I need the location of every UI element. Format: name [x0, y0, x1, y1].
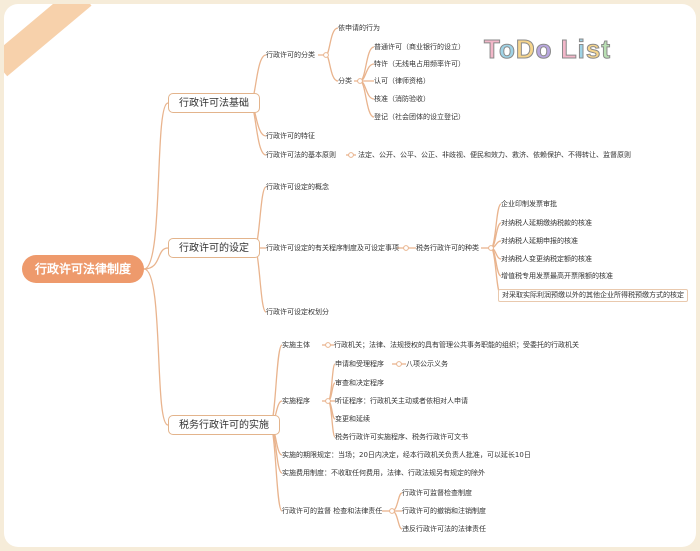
- node-procedure-item[interactable]: 听证程序：行政机关主动或者依相对人申请: [335, 397, 468, 405]
- node-kind-item[interactable]: 认可（律师资格）: [374, 77, 430, 85]
- node-tax-kind-item[interactable]: 对纳税人延期申报的核准: [501, 237, 578, 245]
- node-features[interactable]: 行政许可的特征: [266, 132, 315, 140]
- node-principles-value[interactable]: 法定、公开、公平、公正、非歧视、便民和效力、救济、依赖保护、不得转让、监督原则: [358, 151, 631, 159]
- node-procedure[interactable]: 实施程序: [282, 397, 310, 405]
- node-supervision-item[interactable]: 违反行政许可法的法律责任: [402, 525, 486, 533]
- node-tax-kind-item[interactable]: 对纳税人变更纳税定额的核准: [501, 255, 592, 263]
- node-supervision[interactable]: 行政许可的监督 检查和法律责任: [282, 507, 383, 515]
- todo-letter: o: [498, 34, 516, 65]
- node-by-application[interactable]: 依申请的行为: [338, 24, 380, 32]
- node-kinds[interactable]: 分类: [338, 77, 352, 85]
- todo-letter: o: [535, 34, 553, 65]
- node-fee[interactable]: 实施费用制度：不收取任何费用，法律、行政法规另有规定的除外: [282, 469, 485, 477]
- node-procedure-item[interactable]: 变更和延续: [335, 415, 370, 423]
- node-tax-kind-item[interactable]: 企业印制发票审批: [501, 200, 557, 208]
- node-deadline[interactable]: 实施的期限规定：当场；20日内决定，经本行政机关负责人批准，可以延长10日: [282, 451, 531, 459]
- todo-letter: t: [601, 34, 612, 65]
- root-node[interactable]: 行政许可法律制度: [22, 255, 144, 283]
- node-procedure-item[interactable]: 审查和决定程序: [335, 379, 384, 387]
- node-subject[interactable]: 实施主体: [282, 341, 310, 349]
- branch-basics[interactable]: 行政许可法基础: [168, 93, 260, 113]
- node-supervision-item[interactable]: 行政许可的撤销和注销制度: [402, 507, 486, 515]
- node-kind-item[interactable]: 特许（无线电占用频率许可）: [374, 60, 465, 68]
- node-kind-item[interactable]: 普通许可（商业银行的设立）: [374, 43, 465, 51]
- mind-map-canvas: ToDo List: [4, 4, 696, 547]
- node-concept[interactable]: 行政许可设定的概念: [266, 183, 329, 191]
- node-procedure-item[interactable]: 税务行政许可实施程序、税务行政许可文书: [335, 433, 468, 441]
- node-subject-value[interactable]: 行政机关；法律、法规授权的具有管理公共事务职能的组织；受委托的行政机关: [334, 341, 579, 349]
- branch-establishment[interactable]: 行政许可的设定: [168, 238, 260, 258]
- todo-letter: D: [515, 34, 536, 65]
- node-principles[interactable]: 行政许可法的基本原则: [266, 151, 336, 159]
- node-procedure-item[interactable]: 申请和受理程序: [335, 360, 384, 368]
- node-related-procedures[interactable]: 行政许可设定的有关程序制度及可设定事项: [266, 244, 399, 252]
- node-tax-kind-item-selected[interactable]: 对采取实际利润预缴以外的其他企业所得税预缴方式的核定: [498, 289, 688, 302]
- node-power-division[interactable]: 行政许可设定权划分: [266, 308, 329, 316]
- todo-letter: i: [577, 34, 586, 65]
- node-tax-kinds[interactable]: 税务行政许可的种类: [416, 244, 479, 252]
- todo-letter: L: [560, 34, 578, 65]
- todo-letter: s: [585, 34, 602, 65]
- todo-letter: T: [484, 34, 499, 65]
- branch-implementation[interactable]: 税务行政许可的实施: [168, 415, 280, 435]
- node-tax-kind-item[interactable]: 对纳税人延期缴纳税款的核准: [501, 219, 592, 227]
- node-kind-item[interactable]: 核准（消防验收）: [374, 95, 430, 103]
- node-classification[interactable]: 行政许可的分类: [266, 51, 315, 59]
- node-kind-item[interactable]: 登记（社会团体的设立登记）: [374, 113, 465, 121]
- node-publicity[interactable]: 八项公示义务: [406, 360, 448, 368]
- node-tax-kind-item[interactable]: 增值税专用发票最高开票限额的核准: [501, 272, 613, 280]
- node-supervision-item[interactable]: 行政许可监督检查制度: [402, 489, 472, 497]
- todo-list-sticker: ToDo List: [484, 34, 611, 65]
